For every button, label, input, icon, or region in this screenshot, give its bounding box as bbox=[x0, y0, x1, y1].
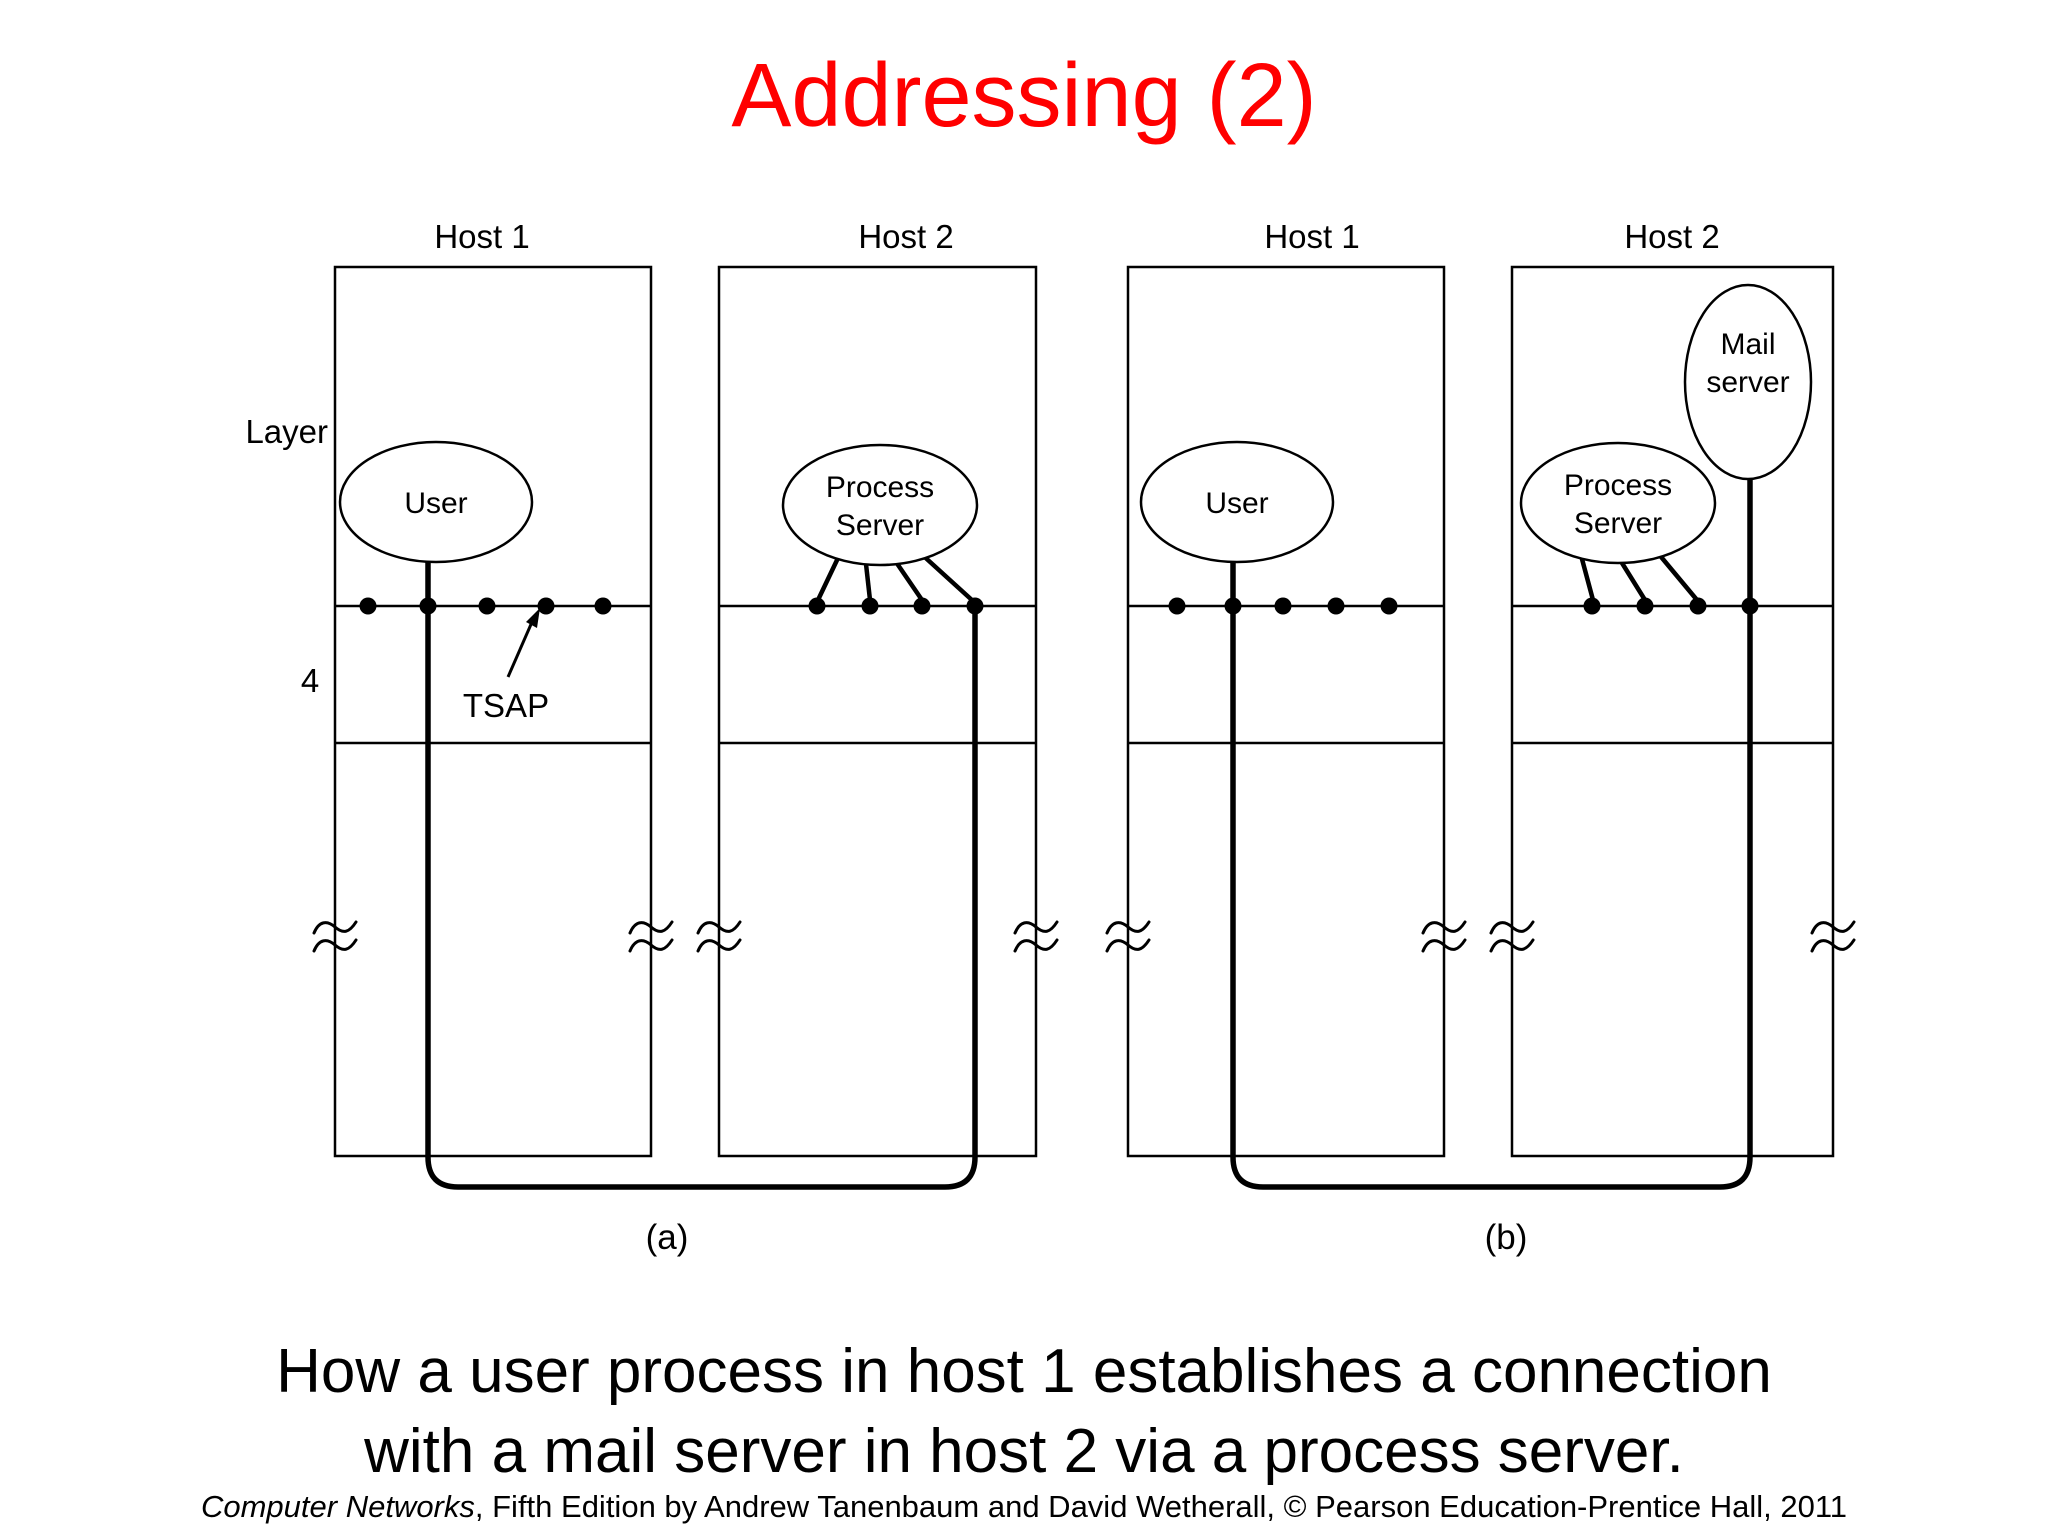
tsap-dot bbox=[359, 597, 377, 615]
host1a-box bbox=[333, 265, 653, 1158]
mail-server-label-1: Mail bbox=[1720, 328, 1775, 361]
tsap-dot bbox=[419, 597, 437, 615]
tsap-dot bbox=[1636, 597, 1654, 615]
tsap-dot bbox=[861, 597, 879, 615]
credit-book-title: Computer Networks bbox=[200, 1489, 475, 1524]
break-squiggle bbox=[1489, 920, 1535, 935]
ps-b-leg bbox=[1619, 560, 1648, 603]
user-ellipse-a bbox=[338, 440, 534, 564]
break-marks-a bbox=[312, 920, 1059, 953]
tsap-dot bbox=[1689, 597, 1707, 615]
tsap-dot bbox=[537, 597, 555, 615]
break-squiggle bbox=[1810, 938, 1856, 953]
break-squiggle bbox=[1105, 938, 1151, 953]
connection-a bbox=[425, 560, 978, 1190]
connection-b bbox=[1230, 560, 1753, 1190]
tsap-dots-host1a bbox=[359, 597, 612, 615]
tsap-arrow-line bbox=[506, 621, 534, 678]
ps-a-leg bbox=[893, 559, 925, 603]
host1b-box bbox=[1126, 265, 1446, 1158]
figure-caption: How a user process in host 1 establishes… bbox=[0, 1332, 2048, 1492]
tsap-label: TSAP bbox=[463, 687, 549, 724]
ps-a-leg bbox=[915, 548, 976, 604]
credit-line: Computer Networks, Fifth Edition by Andr… bbox=[0, 1488, 2048, 1525]
break-squiggle bbox=[696, 920, 742, 935]
break-squiggle bbox=[1013, 938, 1059, 953]
tsap-dots-host2b bbox=[1583, 597, 1759, 615]
ps-b-leg bbox=[1579, 556, 1596, 603]
host2a-title: Host 2 bbox=[858, 218, 953, 255]
slide-title: Addressing (2) bbox=[731, 46, 1317, 146]
tsap-dot bbox=[478, 597, 496, 615]
tsap-dot bbox=[1274, 597, 1292, 615]
ps-a-leg bbox=[863, 561, 873, 603]
caption-line-2: with a mail server in host 2 via a proce… bbox=[364, 1417, 1684, 1486]
tsap-dot bbox=[808, 597, 826, 615]
credit-rest: , Fifth Edition by Andrew Tanenbaum and … bbox=[474, 1489, 1848, 1524]
host2b-title: Host 2 bbox=[1624, 218, 1719, 255]
break-squiggle bbox=[628, 920, 674, 935]
process-server-label-b-1: Process bbox=[1564, 469, 1672, 502]
panel-a: User Process Server bbox=[312, 218, 1059, 1257]
tsap-dot bbox=[1327, 597, 1345, 615]
tsap-dot bbox=[594, 597, 612, 615]
host1b-title: Host 1 bbox=[1264, 218, 1359, 255]
tsap-dot bbox=[1224, 597, 1242, 615]
user-label-a: User bbox=[404, 487, 467, 520]
tsap-dots-host1b bbox=[1168, 597, 1398, 615]
break-squiggle bbox=[1810, 920, 1856, 935]
panel-b: User Process Server Mail server bbox=[1105, 218, 1856, 1257]
user-ellipse-b bbox=[1139, 440, 1335, 564]
break-squiggle bbox=[696, 938, 742, 953]
break-marks-b bbox=[1105, 920, 1856, 953]
break-squiggle bbox=[1421, 938, 1467, 953]
ps-b-leg bbox=[1654, 549, 1700, 603]
mail-server-ellipse bbox=[1683, 283, 1813, 481]
mail-server-label-2: server bbox=[1706, 366, 1789, 399]
process-server-ellipse-b bbox=[1519, 441, 1717, 565]
process-server-label-b-2: Server bbox=[1574, 507, 1662, 540]
layer-label: Layer bbox=[245, 413, 328, 450]
break-squiggle bbox=[312, 920, 358, 935]
break-squiggle bbox=[312, 938, 358, 953]
break-squiggle bbox=[628, 938, 674, 953]
process-server-label-a-2: Server bbox=[836, 509, 924, 542]
tsap-dot bbox=[1583, 597, 1601, 615]
caption-line-1: How a user process in host 1 establishes… bbox=[276, 1337, 1772, 1406]
break-squiggle bbox=[1105, 920, 1151, 935]
break-squiggle bbox=[1013, 920, 1059, 935]
tsap-dot bbox=[1741, 597, 1759, 615]
break-squiggle bbox=[1421, 920, 1467, 935]
layer-number: 4 bbox=[301, 662, 319, 699]
tsap-dot bbox=[966, 597, 984, 615]
user-label-b: User bbox=[1205, 487, 1268, 520]
host2b-box bbox=[1510, 265, 1835, 1158]
ps-a-leg bbox=[815, 555, 841, 603]
tsap-dots-host2a bbox=[808, 597, 984, 615]
host1a-title: Host 1 bbox=[434, 218, 529, 255]
host2a-box bbox=[717, 265, 1038, 1158]
break-squiggle bbox=[1489, 938, 1535, 953]
tsap-dot bbox=[1168, 597, 1186, 615]
process-server-label-a-1: Process bbox=[826, 471, 934, 504]
tsap-dot bbox=[1380, 597, 1398, 615]
panel-b-label: (b) bbox=[1485, 1218, 1528, 1257]
process-server-ellipse-a bbox=[781, 443, 979, 567]
tsap-dot bbox=[913, 597, 931, 615]
panel-a-label: (a) bbox=[646, 1218, 689, 1257]
tsap-arrow-head bbox=[526, 608, 540, 628]
